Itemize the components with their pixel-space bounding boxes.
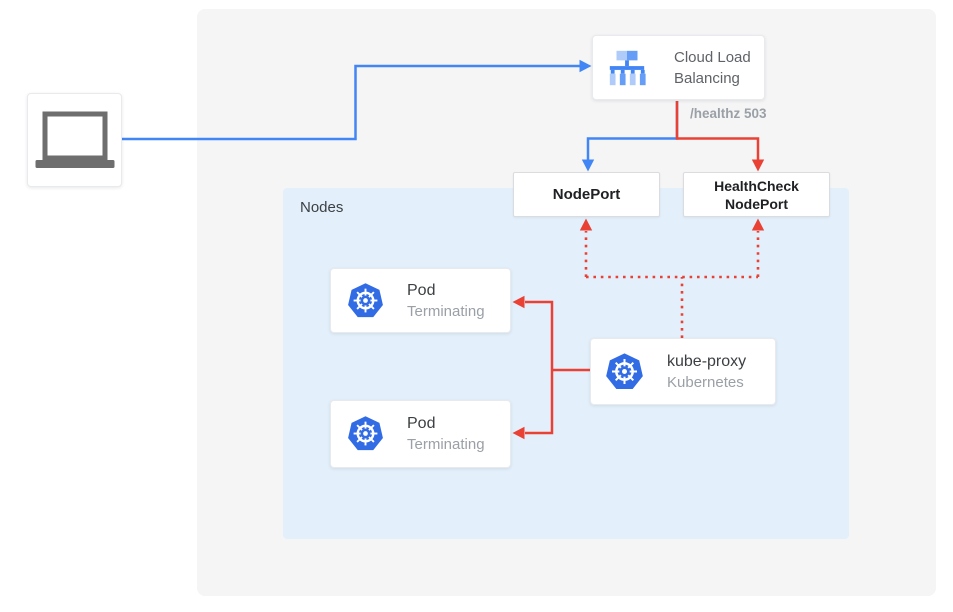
laptop-icon: [35, 111, 114, 168]
pod-node-2: Pod Terminating: [330, 400, 511, 468]
clb-label-line1: Cloud Load: [674, 48, 751, 66]
pod-node-1: Pod Terminating: [330, 268, 511, 333]
healthcheck-nodeport-label-line2: NodePort: [725, 195, 788, 212]
pod2-status: Terminating: [407, 436, 485, 453]
pod1-title: Pod: [407, 281, 436, 299]
cloud-load-balancing-label: Cloud Load Balancing: [674, 47, 751, 89]
cloud-load-balancing-icon: [609, 50, 646, 85]
healthz-status-label: /healthz 503: [690, 106, 767, 121]
pod2-title: Pod: [407, 415, 436, 432]
healthcheck-nodeport-label-line1: HealthCheck: [714, 177, 799, 194]
pod1-status: Terminating: [407, 302, 485, 320]
kubernetes-icon: [348, 282, 383, 317]
nodeport-node: NodePort: [513, 172, 660, 217]
kube-proxy-title: kube-proxy: [667, 352, 747, 370]
kube-proxy-subtitle: Kubernetes: [667, 373, 744, 391]
clb-label-line2: Balancing: [674, 69, 740, 87]
cloud-load-balancing-node: Cloud Load Balancing: [592, 35, 765, 100]
kube-proxy-node: kube-proxy Kubernetes: [590, 338, 776, 405]
kubernetes-icon: [606, 352, 643, 389]
healthcheck-nodeport-node: HealthCheck NodePort: [683, 172, 830, 217]
nodes-panel-label: Nodes: [300, 199, 344, 216]
kubernetes-icon: [348, 416, 383, 451]
client-node: [27, 93, 122, 187]
nodeport-label: NodePort: [552, 186, 621, 203]
